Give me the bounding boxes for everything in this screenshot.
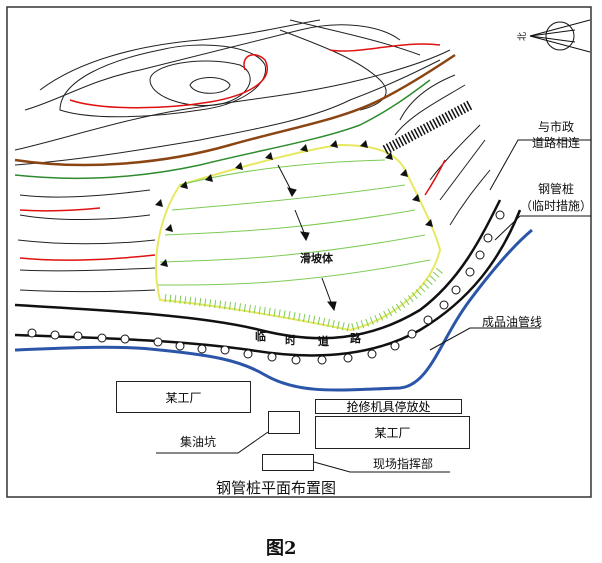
oil-pit-box	[268, 411, 300, 434]
piles-line-1: 钢管桩	[538, 182, 575, 196]
piles-label: 钢管桩 （临时措施）	[520, 181, 592, 215]
temp-road-char-4: 路	[350, 332, 361, 345]
green-contour	[14, 79, 431, 180]
road-connect-line-2: 道路相连	[532, 136, 581, 150]
temp-road-char-1: 临	[255, 330, 266, 343]
road-inner-edge	[14, 199, 502, 340]
index-contours	[19, 43, 446, 261]
figure-label: 图2	[266, 538, 297, 559]
steel-piles	[27, 210, 505, 365]
drawing-title: 钢管桩平面布置图	[216, 479, 337, 497]
command-box	[262, 454, 314, 471]
hatched-area	[382, 100, 473, 155]
road-connect-label: 与市政道路相连	[532, 119, 580, 151]
oil-pit-label: 集油坑	[180, 435, 217, 449]
temp-road-char-3: 道	[318, 335, 329, 348]
piles-line-2: （临时措施）	[520, 199, 593, 213]
slide-direction-arrows	[277, 164, 337, 312]
oil-pipeline	[14, 228, 533, 392]
pipeline-label: 成品油管线	[482, 315, 543, 329]
temp-road-char-2: 时	[285, 334, 296, 347]
frame	[6, 6, 592, 498]
scarp-markers	[155, 140, 433, 267]
north-compass-icon	[529, 19, 591, 53]
factory-2-box: 某工厂	[315, 416, 470, 449]
compass-north-label: 北	[518, 31, 529, 42]
leader-lines	[156, 139, 591, 473]
command-label: 现场指挥部	[373, 457, 434, 471]
repair-area-box: 抢修机具停放处	[315, 399, 462, 414]
road-edge-brown	[14, 53, 456, 167]
landslide-label: 滑坡体	[300, 252, 333, 265]
road-outer-edge	[14, 209, 522, 357]
landslide-contours	[157, 159, 444, 333]
road-connect-line-1: 与市政	[538, 120, 575, 134]
landslide-boundary	[155, 143, 442, 332]
factory-1-box: 某工厂	[116, 381, 251, 413]
contour-lines	[14, 19, 491, 292]
